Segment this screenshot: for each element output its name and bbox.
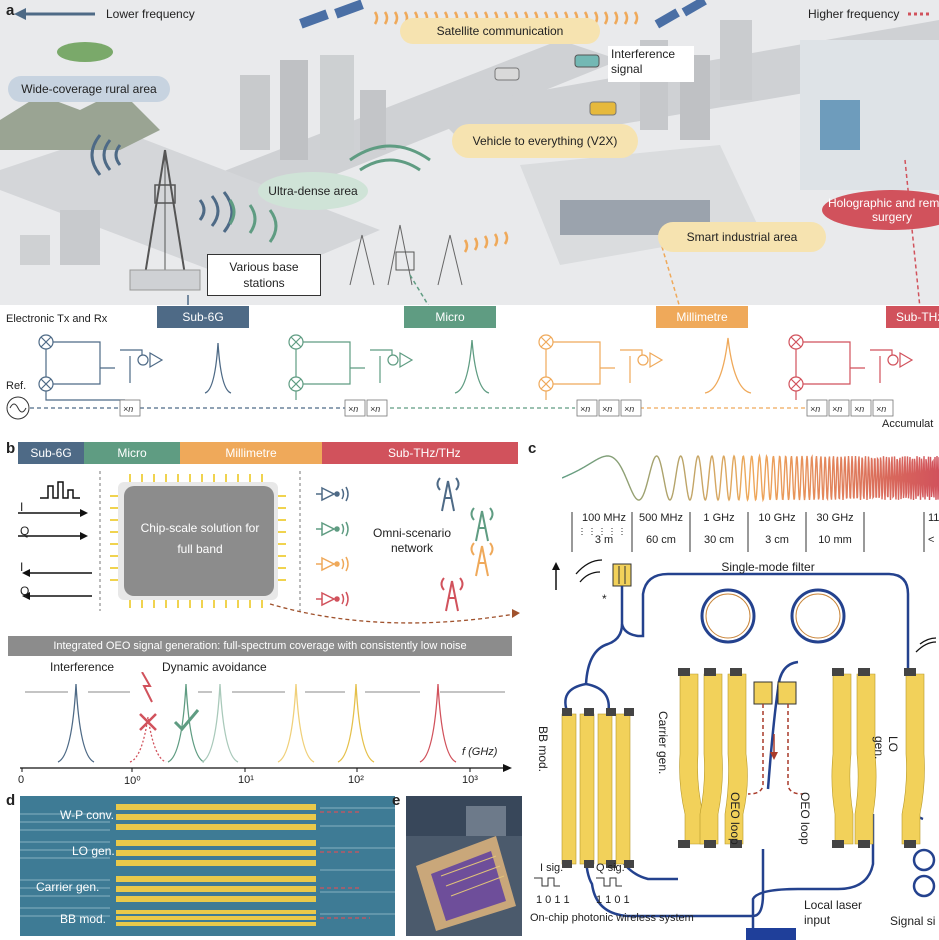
smart-industrial-label: Smart industrial area bbox=[658, 222, 826, 252]
io-label-q-in: Q bbox=[20, 524, 30, 538]
tick-2: 10¹ bbox=[238, 774, 254, 786]
q-bits: 1 1 0 1 bbox=[596, 894, 630, 906]
panel-a: a Lower frequency Higher frequency Satel… bbox=[0, 0, 939, 432]
scale-freq-2: 1 GHz bbox=[703, 512, 735, 524]
ref-label: Ref. bbox=[6, 380, 27, 392]
multiplier-label: ×n bbox=[580, 404, 590, 414]
panel-d: d W-P conv. LO gen. Carrier gen. BB mod. bbox=[0, 792, 400, 940]
scale-freq-1: 500 MHz bbox=[638, 512, 684, 524]
row-label-carrier-gen: Carrier gen. bbox=[36, 880, 100, 894]
band-b-micro: Micro bbox=[84, 442, 180, 464]
oeo-loop-label-left: OEO loop bbox=[728, 792, 742, 845]
panel-d-label: d bbox=[6, 792, 16, 809]
multiplier-label: ×n bbox=[832, 404, 842, 414]
band-tab-subthz: Sub-THz bbox=[886, 306, 939, 328]
tick-1: 10⁰ bbox=[124, 775, 141, 787]
electronic-txrx-label: Electronic Tx and Rx bbox=[6, 313, 108, 325]
scale-wl-0: 3 m bbox=[594, 534, 614, 546]
higher-frequency-label: Higher frequency bbox=[808, 7, 900, 21]
scale-wl-1: 60 cm bbox=[646, 534, 676, 546]
multiplier-label: ×n bbox=[876, 404, 886, 414]
panel-c-label: c bbox=[528, 440, 537, 457]
i-bits: 1 0 1 1 bbox=[536, 894, 570, 906]
scale-wl-3: 3 cm bbox=[765, 534, 789, 546]
multiplier-label: ×n bbox=[854, 404, 864, 414]
system-label: On-chip photonic wireless system bbox=[530, 912, 694, 924]
scale-freq-4: 30 GHz bbox=[816, 512, 854, 524]
band-b-subthz: Sub-THz/THz bbox=[322, 442, 518, 464]
oeo-banner: Integrated OEO signal generation: full-s… bbox=[8, 636, 512, 656]
spectrum-plot bbox=[20, 672, 512, 772]
scale-wl-5: < bbox=[928, 534, 935, 546]
wide-coverage-label: Wide-coverage rural area bbox=[8, 76, 170, 102]
scale-wl-2: 30 cm bbox=[704, 534, 734, 546]
band-b-millimetre: Millimetre bbox=[180, 442, 322, 464]
band-b-sub6g: Sub-6G bbox=[18, 442, 84, 464]
panel-e-label: e bbox=[392, 792, 401, 809]
q-sig-label: Q sig. bbox=[596, 862, 625, 874]
local-laser-label: Local laser input bbox=[804, 898, 863, 927]
omni-scenario-label: Omni-scenario network bbox=[372, 526, 452, 555]
oeo-loop-label-right: OEO loop bbox=[798, 792, 812, 845]
multiplier-label: ×n bbox=[348, 404, 358, 414]
io-label-q-out: Q bbox=[20, 584, 30, 598]
chirp-waveform bbox=[562, 453, 939, 503]
signal-si-label: Signal si bbox=[890, 914, 936, 928]
wavelength-scale bbox=[571, 512, 925, 552]
star-marker: * bbox=[602, 592, 607, 606]
base-stations-label: Various base stations bbox=[207, 254, 321, 296]
interference-signal-label: Interference signal bbox=[608, 46, 694, 82]
tick-3: 10² bbox=[348, 774, 364, 786]
chip-micrograph: W-P conv. LO gen. Carrier gen. BB mod. bbox=[20, 796, 395, 936]
scale-freq-0: 100 MHz bbox=[581, 512, 627, 524]
tick-0: 0 bbox=[18, 774, 25, 786]
row-label-lo-gen: LO gen. bbox=[72, 844, 115, 858]
band-tab-micro: Micro bbox=[404, 306, 496, 328]
io-label-i-in: I bbox=[20, 500, 24, 514]
band-tab-sub6g: Sub-6G bbox=[157, 306, 249, 328]
scale-freq-5: 11 bbox=[928, 512, 939, 524]
satellite-communication-label: Satellite communication bbox=[400, 18, 600, 44]
band-tab-millimetre: Millimetre bbox=[656, 306, 748, 328]
micrograph-traces bbox=[20, 804, 395, 926]
panel-c: c 100 MHz 3 m 500 MHz 60 cm 1 GHz 30 cm … bbox=[528, 436, 939, 940]
row-label-wp-conv: W-P conv. bbox=[60, 808, 115, 822]
panel-a-label: a bbox=[6, 2, 15, 19]
accumulated-label: Accumulat bbox=[882, 418, 934, 430]
chip-photo-shapes bbox=[406, 796, 522, 931]
interference-label: Interference bbox=[50, 660, 115, 674]
row-label-bb-mod: BB mod. bbox=[60, 912, 107, 926]
io-label-i-out: I bbox=[20, 560, 24, 574]
i-sig-label: I sig. bbox=[540, 862, 564, 874]
holographic-label: Holographic and remote surgery bbox=[822, 190, 939, 230]
panel-b: b Sub-6G Micro Millimetre Sub-THz/THz bbox=[0, 436, 525, 792]
tick-4: 10³ bbox=[462, 774, 478, 786]
panel-e: e bbox=[392, 792, 524, 940]
multiplier-label: ×n bbox=[123, 404, 133, 414]
single-mode-filter-label: Single-mode filter bbox=[721, 560, 815, 574]
chip-diagram bbox=[18, 471, 520, 624]
multiplier-label: ×n bbox=[810, 404, 820, 414]
multiplier-label: ×n bbox=[602, 404, 612, 414]
axis-label-f: f (GHz) bbox=[462, 746, 498, 758]
chip-text: Chip-scale solution for full band bbox=[140, 521, 260, 556]
photonic-circuit bbox=[534, 559, 937, 940]
multiplier-label: ×n bbox=[624, 404, 634, 414]
chip-photo bbox=[406, 796, 522, 936]
ultra-dense-label: Ultra-dense area bbox=[258, 172, 368, 210]
transceiver-circuits: ×n ×n ×n ×n ×n ×n ×n ×n ×n ×n bbox=[6, 334, 914, 420]
lo-gen-label: LO gen. bbox=[872, 736, 900, 760]
bb-mod-label: BB mod. bbox=[536, 726, 550, 773]
scale-wl-4: 10 mm bbox=[818, 534, 852, 546]
multiplier-label: ×n bbox=[370, 404, 380, 414]
lower-frequency-label: Lower frequency bbox=[106, 7, 195, 21]
v2x-label: Vehicle to everything (V2X) bbox=[452, 124, 638, 158]
dynamic-avoidance-label: Dynamic avoidance bbox=[162, 660, 267, 674]
scale-freq-3: 10 GHz bbox=[758, 512, 796, 524]
carrier-gen-label: Carrier gen. bbox=[656, 711, 670, 775]
panel-b-label: b bbox=[6, 440, 16, 457]
